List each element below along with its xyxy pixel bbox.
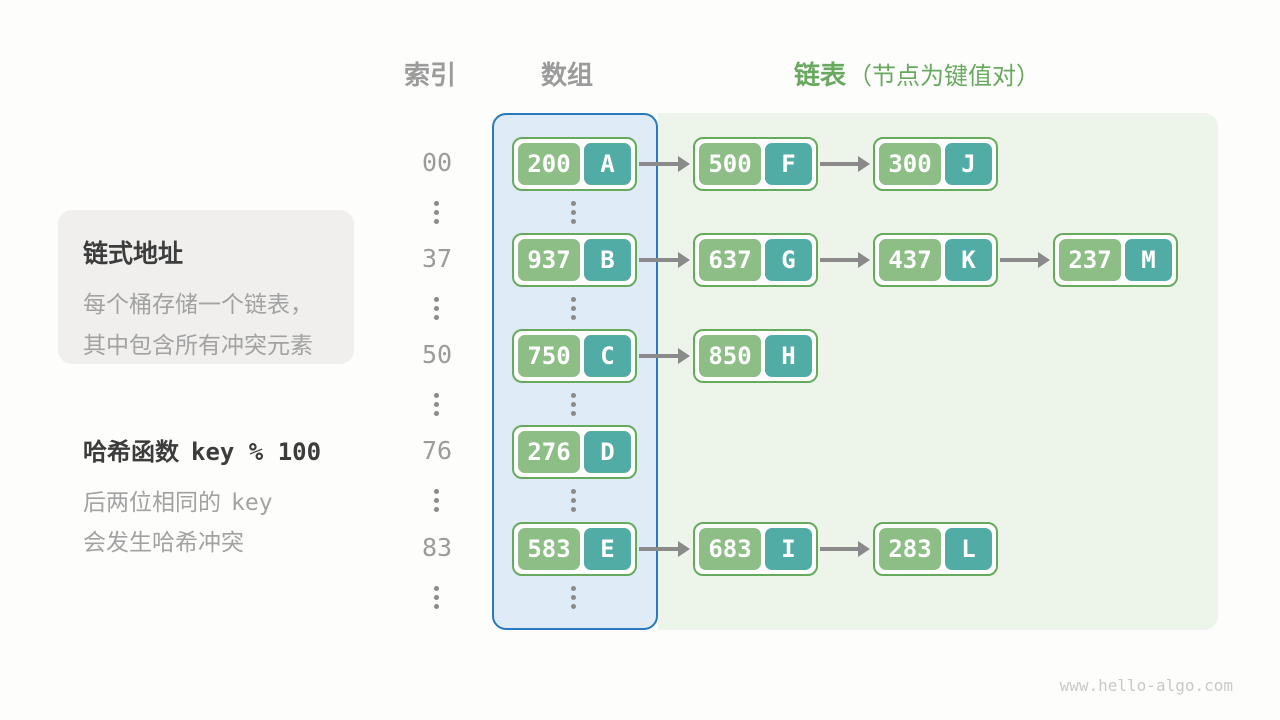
column-header-index: 索引 (404, 60, 457, 90)
watermark: www.hello-algo.com (1059, 676, 1233, 695)
node-value: M (1125, 239, 1172, 281)
index-ellipsis-dots (434, 586, 439, 609)
array-ellipsis-dots (571, 586, 576, 609)
index-ellipsis-dots (434, 489, 439, 512)
linked-list-note: （节点为键值对） (848, 63, 1041, 90)
node-key: 200 (518, 143, 580, 185)
node-key: 276 (518, 431, 580, 473)
node-key: 850 (699, 335, 761, 377)
node-value: L (945, 528, 992, 570)
array-ellipsis-dots (571, 489, 576, 512)
node-value: A (584, 143, 631, 185)
array-ellipsis-dots (571, 393, 576, 416)
hash-function-title: 哈希函数 key % 100 (83, 432, 383, 467)
chaining-info-title: 链式地址 (83, 240, 184, 268)
node-key: 300 (879, 143, 941, 185)
node-key: 500 (699, 143, 761, 185)
node-key: 683 (699, 528, 761, 570)
index-label: 76 (421, 436, 453, 465)
node-value: H (765, 335, 812, 377)
node-value: E (584, 528, 631, 570)
node-key: 283 (879, 528, 941, 570)
next-pointer-arrow (639, 541, 690, 557)
column-header-linked-list: 链表（节点为键值对） (794, 55, 1040, 92)
hash-function-label: 哈希函数 (83, 439, 179, 466)
node-value: G (765, 239, 812, 281)
index-ellipsis-dots (434, 393, 439, 416)
array-ellipsis-dots (571, 297, 576, 320)
node-value: I (765, 528, 812, 570)
node-value: F (765, 143, 812, 185)
index-label: 00 (421, 148, 453, 177)
next-pointer-arrow (639, 252, 690, 268)
node-key: 583 (518, 528, 580, 570)
node-value: K (945, 239, 992, 281)
node-key: 637 (699, 239, 761, 281)
hash-function-code: key % 100 (191, 438, 322, 466)
node-key: 237 (1059, 239, 1121, 281)
next-pointer-arrow (639, 348, 690, 364)
node-value: J (945, 143, 992, 185)
index-ellipsis-dots (434, 201, 439, 224)
node-key: 437 (879, 239, 941, 281)
index-label: 50 (421, 340, 453, 369)
linked-list-label: 链表 (794, 60, 847, 90)
index-ellipsis-dots (434, 297, 439, 320)
column-header-array: 数组 (541, 60, 594, 90)
hash-note-line2: 会发生哈希冲突 (83, 529, 244, 555)
node-key: 750 (518, 335, 580, 377)
key-code: key (231, 490, 273, 516)
next-pointer-arrow (639, 156, 690, 172)
node-value: B (584, 239, 631, 281)
chaining-info-line1: 每个桶存储一个链表， (83, 291, 313, 317)
index-label: 37 (421, 244, 453, 273)
next-pointer-arrow (820, 252, 870, 268)
next-pointer-arrow (820, 541, 870, 557)
node-value: C (584, 335, 631, 377)
node-key: 937 (518, 239, 580, 281)
array-ellipsis-dots (571, 201, 576, 224)
chaining-info-box: 链式地址 每个桶存储一个链表， 其中包含所有冲突元素 (58, 210, 354, 364)
next-pointer-arrow (820, 156, 870, 172)
next-pointer-arrow (1000, 252, 1050, 268)
chaining-info-line2: 其中包含所有冲突元素 (83, 332, 313, 358)
node-value: D (584, 431, 631, 473)
index-label: 83 (421, 533, 453, 562)
